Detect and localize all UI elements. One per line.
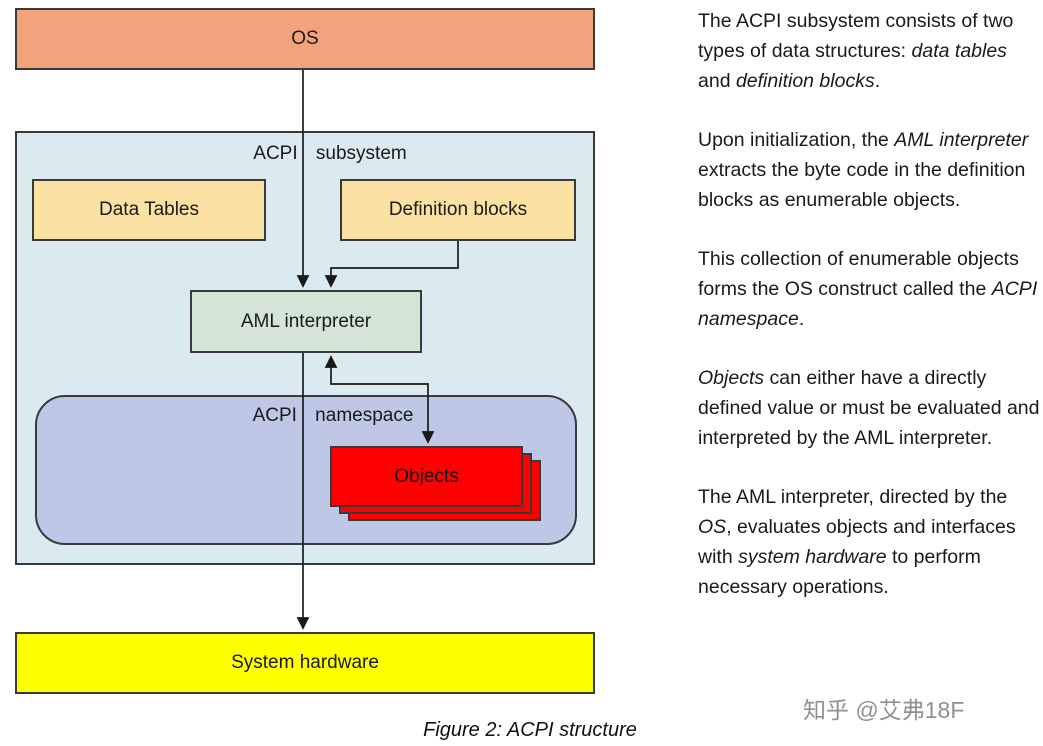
paragraph-objects: Objects can either have a directly defin… (698, 367, 1040, 449)
aml-interpreter-box: AML interpreter (190, 290, 422, 353)
objects-box: Objects (330, 446, 523, 507)
objects-label: Objects (394, 465, 459, 487)
paragraph-data-structures: The ACPI subsystem consists of two types… (698, 10, 1014, 92)
paragraph-namespace: This collection of enumerable objects fo… (698, 248, 1038, 330)
os-box: OS (15, 8, 595, 70)
explanatory-text-column: The ACPI subsystem consists of two types… (698, 6, 1043, 631)
data-tables-label: Data Tables (99, 199, 199, 220)
system-hardware-box: System hardware (15, 632, 595, 694)
system-hardware-label: System hardware (231, 652, 379, 673)
acpi-subsystem-label: ACPI subsystem (253, 143, 407, 164)
data-tables-box: Data Tables (32, 179, 266, 241)
paragraph-initialization: Upon initialization, the AML interpreter… (698, 129, 1029, 211)
figure-caption: Figure 2: ACPI structure (423, 719, 637, 741)
paragraph-aml-operations: The AML interpreter, directed by the OS,… (698, 486, 1016, 598)
acpi-namespace-label: ACPI namespace (252, 405, 414, 426)
aml-interpreter-label: AML interpreter (240, 310, 372, 332)
os-label: OS (291, 28, 319, 49)
definition-blocks-box: Definition blocks (340, 179, 576, 241)
definition-blocks-label: Definition blocks (388, 199, 528, 220)
zhihu-watermark: 知乎 @艾弗18F (803, 697, 965, 723)
